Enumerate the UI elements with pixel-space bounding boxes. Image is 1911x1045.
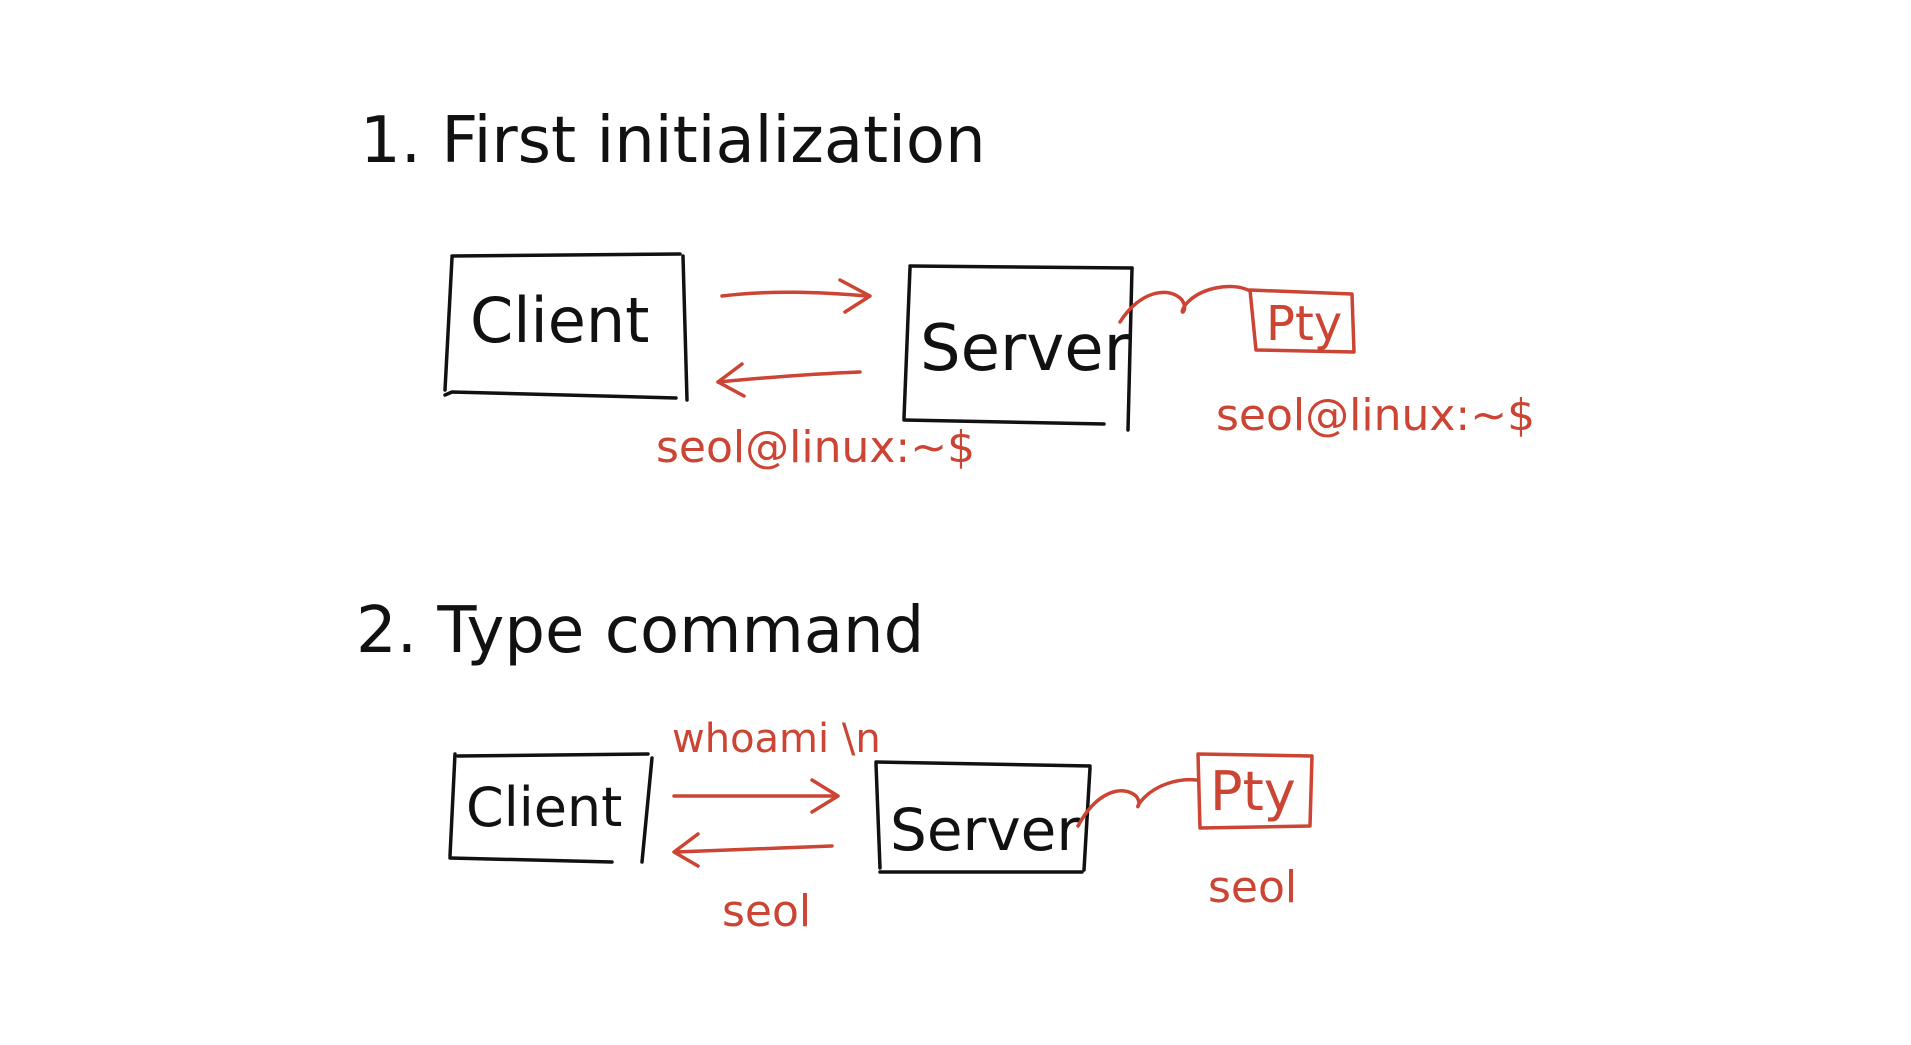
section2-client-box: Client xyxy=(448,752,654,864)
section2-pty-connector xyxy=(1076,777,1198,828)
section2-pty-box: Pty xyxy=(1196,752,1314,830)
section2-client-response: seol xyxy=(722,886,811,937)
section2-response-arrow xyxy=(672,832,834,868)
section1-pty-output: seol@linux:~$ xyxy=(1216,390,1535,441)
section1-heading: 1. First initialization xyxy=(360,104,986,178)
section2-server-box: Server xyxy=(874,760,1092,874)
section2-server-label: Server xyxy=(890,796,1080,864)
section2-pty-output: seol xyxy=(1208,862,1297,913)
section1-client-box: Client xyxy=(443,252,689,402)
section2-heading: 2. Type command xyxy=(356,594,924,668)
section1-request-arrow xyxy=(720,278,872,314)
section1-response-arrow xyxy=(716,362,862,398)
section1-pty-connector xyxy=(1118,284,1250,324)
section2-pty-label: Pty xyxy=(1210,760,1296,823)
section1-server-label: Server xyxy=(920,312,1131,386)
section1-server-box: Server xyxy=(902,264,1134,432)
section2-command-sent: whoami \n xyxy=(672,716,881,762)
section1-client-label: Client xyxy=(470,284,650,357)
section2-request-arrow xyxy=(672,778,840,814)
section2-client-label: Client xyxy=(466,776,622,839)
section1-client-response: seol@linux:~$ xyxy=(656,422,975,473)
section1-pty-label: Pty xyxy=(1266,296,1342,352)
section1-pty-box: Pty xyxy=(1248,288,1356,354)
